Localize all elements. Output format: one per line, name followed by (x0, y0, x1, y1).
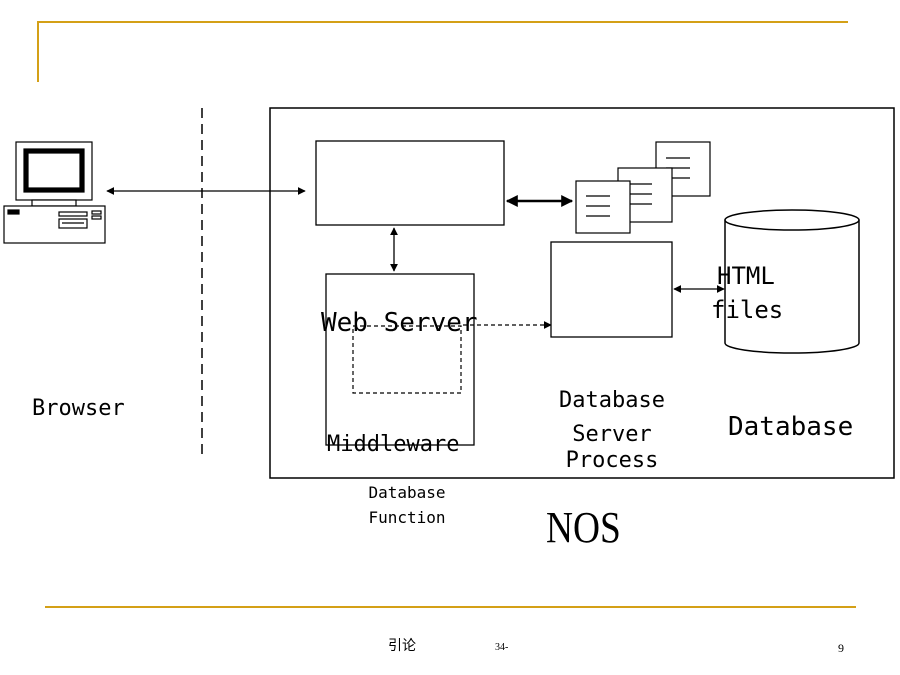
database-cylinder-icon (724, 209, 860, 354)
database-function-label-line1: Database (368, 483, 446, 502)
document-stack-icon (575, 141, 711, 234)
html-files-label-line1: HTML (717, 262, 775, 290)
database-server-process-label-line2: Server (572, 422, 652, 447)
nos-label: NOS (546, 503, 621, 552)
database-label: Database (728, 412, 854, 442)
page-number: 9 (838, 641, 844, 655)
web-server-box (315, 140, 505, 226)
web-server-label: Web Server (321, 308, 478, 338)
database-function-box (352, 325, 462, 394)
database-server-process-label-line3: Process (565, 448, 659, 473)
top-accent-rule (37, 21, 848, 82)
html-files-label-line2: files (711, 296, 784, 324)
desktop-computer-icon (3, 141, 106, 244)
browser-label: Browser (32, 396, 125, 421)
database-function-label-line2: Function (368, 508, 446, 527)
footer-title: 引论 (388, 638, 416, 654)
database-server-process-label-line1: Database (559, 388, 665, 413)
nos-frame (269, 107, 895, 479)
footer-code: 34- (495, 642, 509, 653)
middleware-box (325, 273, 475, 446)
middleware-label: Middleware (327, 432, 460, 457)
database-server-process-box (550, 241, 673, 338)
